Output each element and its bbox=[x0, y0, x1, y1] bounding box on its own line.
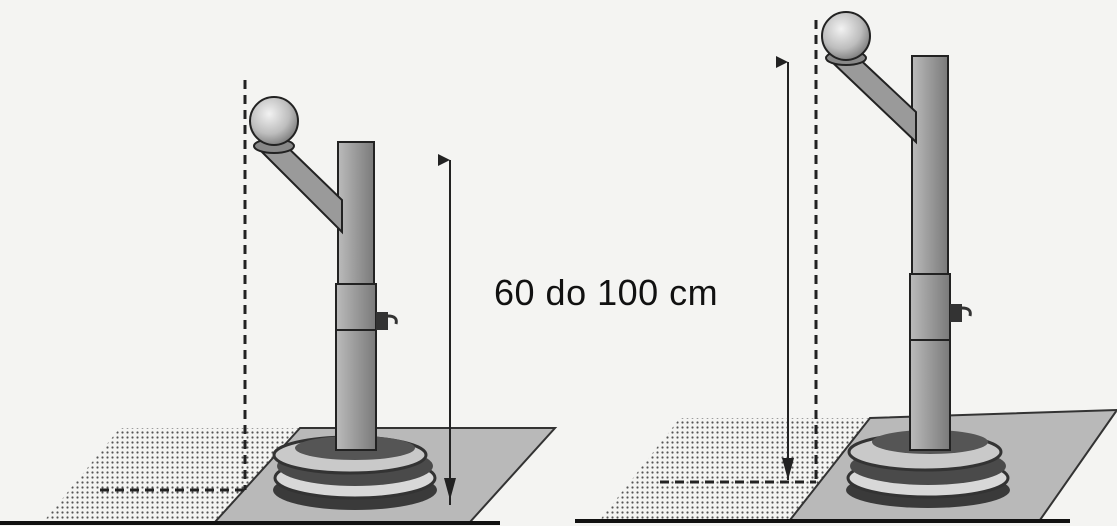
ball-right bbox=[821, 11, 871, 61]
lock-knob-right-icon bbox=[950, 304, 972, 322]
height-range-label: 60 do 100 cm bbox=[494, 272, 719, 313]
pole-upper-left bbox=[337, 141, 375, 288]
stand-raised bbox=[575, 11, 1117, 523]
stand-lowered bbox=[0, 80, 558, 526]
pole-lower-left bbox=[335, 283, 377, 451]
pole-upper-right bbox=[911, 55, 949, 279]
base-left bbox=[272, 435, 437, 510]
ball-left bbox=[249, 96, 299, 146]
base-right bbox=[846, 430, 1010, 508]
lock-knob-left-icon bbox=[376, 312, 398, 330]
pole-lower-right bbox=[909, 273, 951, 451]
floor-dotted-right bbox=[600, 418, 870, 520]
